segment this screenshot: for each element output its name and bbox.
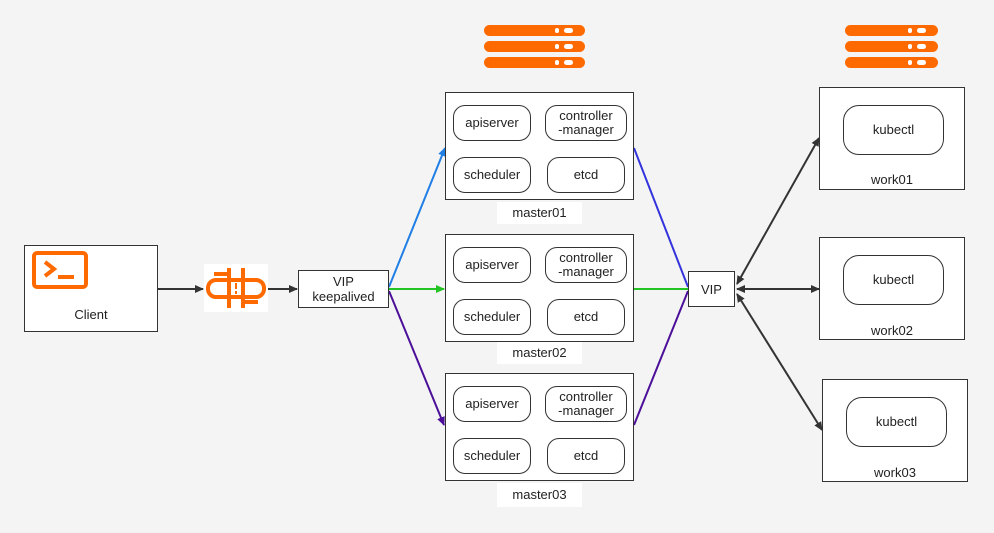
master01-etcd[interactable]: etcd xyxy=(547,157,625,193)
server-stack-icon xyxy=(484,41,585,52)
master02-caption: master02 xyxy=(497,342,582,364)
master-server-stack xyxy=(484,25,585,69)
work01-kubectl[interactable]: kubectl xyxy=(843,105,944,155)
server-stack-icon xyxy=(845,57,938,68)
master01-caption: master01 xyxy=(497,202,582,224)
master03-caption: master03 xyxy=(497,483,582,507)
server-stack-icon xyxy=(845,25,938,36)
work02-node[interactable]: kubectl work02 xyxy=(819,237,965,340)
master03-apiserver[interactable]: apiserver xyxy=(453,386,531,422)
master01-scheduler[interactable]: scheduler xyxy=(453,157,531,193)
line-master03-to-vip xyxy=(633,290,689,426)
master02-apiserver[interactable]: apiserver xyxy=(453,247,531,283)
master01-node[interactable]: apiserver controller -manager scheduler … xyxy=(445,92,634,200)
load-balancer-node[interactable] xyxy=(204,264,268,312)
master02-controller-manager[interactable]: controller -manager xyxy=(545,247,627,283)
line-vip-to-master03 xyxy=(388,290,445,426)
work03-kubectl[interactable]: kubectl xyxy=(846,397,947,447)
server-stack-icon xyxy=(484,57,585,68)
terminal-icon xyxy=(32,251,88,289)
master01-apiserver[interactable]: apiserver xyxy=(453,105,531,141)
line-vip-to-work01 xyxy=(736,137,820,285)
work03-label: work03 xyxy=(874,465,916,480)
master02-scheduler[interactable]: scheduler xyxy=(453,299,531,335)
vip-keepalived-node[interactable]: VIP keepalived xyxy=(298,270,389,308)
load-balancer-icon xyxy=(206,268,266,308)
server-stack-icon xyxy=(845,41,938,52)
line-vip-to-work03 xyxy=(736,293,823,431)
work03-node[interactable]: kubectl work03 xyxy=(822,379,968,482)
master02-etcd[interactable]: etcd xyxy=(547,299,625,335)
work02-label: work02 xyxy=(871,323,913,338)
work01-label: work01 xyxy=(871,172,913,187)
vip-node[interactable]: VIP xyxy=(688,271,735,307)
master03-controller-manager[interactable]: controller -manager xyxy=(545,386,627,422)
server-stack-icon xyxy=(484,25,585,36)
client-label: Client xyxy=(74,307,108,322)
master01-controller-manager[interactable]: controller -manager xyxy=(545,105,627,141)
work01-node[interactable]: kubectl work01 xyxy=(819,87,965,190)
master03-node[interactable]: apiserver controller -manager scheduler … xyxy=(445,373,634,481)
master03-scheduler[interactable]: scheduler xyxy=(453,438,531,474)
line-master01-to-vip xyxy=(633,147,689,288)
work02-kubectl[interactable]: kubectl xyxy=(843,255,944,305)
worker-server-stack xyxy=(845,25,938,69)
master02-node[interactable]: apiserver controller -manager scheduler … xyxy=(445,234,634,342)
master03-etcd[interactable]: etcd xyxy=(547,438,625,474)
client-node[interactable]: Client xyxy=(24,245,158,332)
line-vip-to-master01 xyxy=(388,147,446,288)
